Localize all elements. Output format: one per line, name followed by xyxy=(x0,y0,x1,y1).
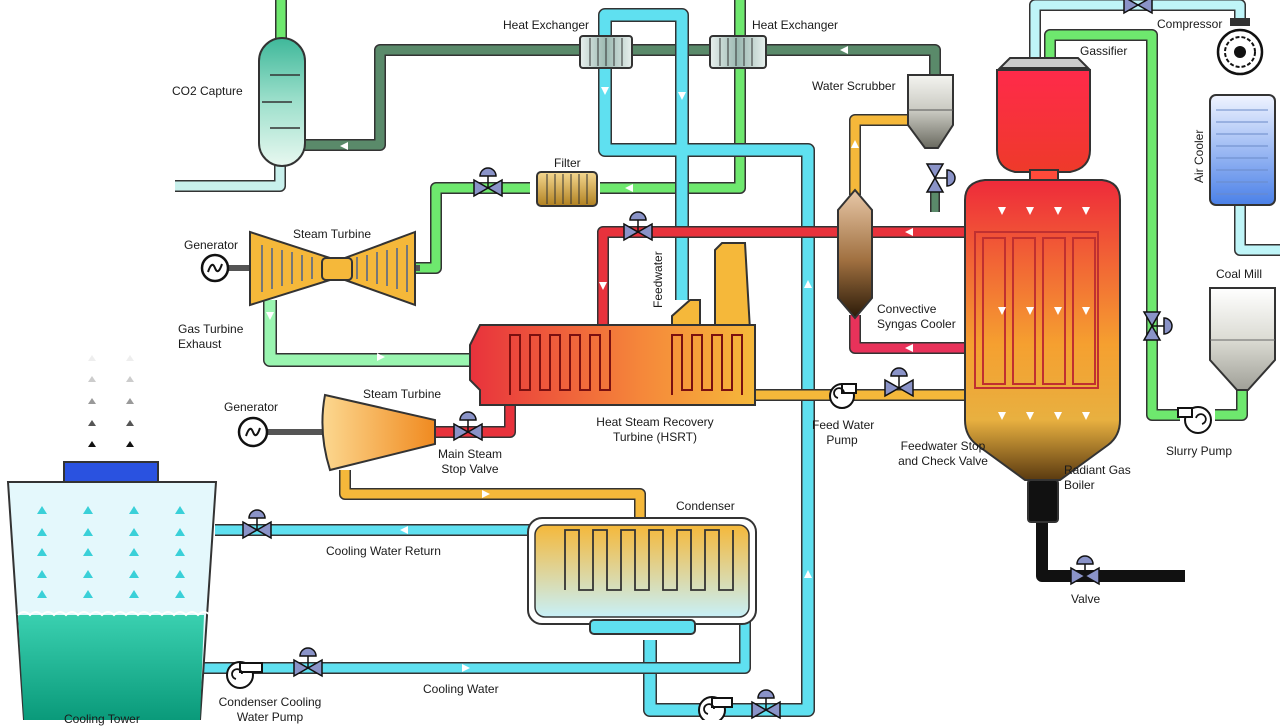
co2-out-pipe xyxy=(175,160,286,192)
label-filter: Filter xyxy=(554,156,581,170)
condenser xyxy=(527,517,757,635)
valve-ash xyxy=(1070,555,1100,586)
label-hsrt: Heat Steam Recovery Turbine (HSRT) xyxy=(575,415,735,445)
valve-scrubber xyxy=(925,163,956,193)
label-steam-turbine-1: Steam Turbine xyxy=(293,227,372,241)
valve-filter-line xyxy=(473,167,503,198)
feed-water-pump-icon xyxy=(829,383,857,409)
bottom-pump-icon xyxy=(698,696,733,720)
label-gas-turbine-exhaust-2: Exhaust xyxy=(178,337,222,351)
label-convective-1: Convective xyxy=(877,302,937,316)
label-main-steam-line1: Main Steam xyxy=(437,447,503,461)
label-hsrt-line1: Heat Steam Recovery xyxy=(596,415,714,429)
steam-turbine-top xyxy=(225,230,420,307)
label-water-scrubber: Water Scrubber xyxy=(812,79,896,93)
label-condenser: Condenser xyxy=(676,499,735,513)
ash-pipe xyxy=(1036,520,1185,582)
label-valve: Valve xyxy=(1071,592,1101,606)
valve-slurry xyxy=(1142,311,1173,341)
slurry-pipe xyxy=(1044,29,1248,421)
valve-compressor-line xyxy=(1123,0,1153,15)
generator-1-icon xyxy=(200,253,230,283)
syngas-dark-pipe xyxy=(300,44,941,212)
heat-exchanger-2 xyxy=(709,35,767,69)
co2-capture-vessel xyxy=(258,37,306,167)
valve-bottom xyxy=(751,689,781,720)
flow-arrows xyxy=(266,46,945,672)
feedwater-pipe xyxy=(598,8,815,717)
slurry-pump-icon xyxy=(1177,406,1212,434)
label-main-steam: Main Steam Stop Valve xyxy=(430,447,510,477)
label-cooling-water: Cooling Water xyxy=(423,682,499,696)
label-convective-2: Syngas Cooler xyxy=(877,317,956,331)
label-radiant-1: Radiant Gas xyxy=(1064,463,1131,477)
label-feedwater-stop-line2: and Check Valve xyxy=(898,454,988,468)
label-heat-exchanger-1: Heat Exchanger xyxy=(503,18,590,32)
exhaust-pipe xyxy=(263,300,480,367)
label-gassifier: Gassifier xyxy=(1080,44,1128,58)
label-slurry-pump: Slurry Pump xyxy=(1166,444,1233,458)
label-condenser-pump: Condenser Cooling Water Pump xyxy=(205,695,335,725)
label-feedwater-stop: Feedwater Stop and Check Valve xyxy=(888,439,998,469)
steam-plume xyxy=(88,355,134,447)
coal-mill xyxy=(1209,287,1276,391)
convective-syngas-cooler xyxy=(837,188,873,320)
valve-cooling-return xyxy=(242,509,272,540)
syngas-orange-pipe xyxy=(339,114,965,520)
label-condenser-pump-line1: Condenser Cooling xyxy=(218,695,322,709)
label-steam-turbine-2: Steam Turbine xyxy=(363,387,442,401)
valve-feedwater-stop xyxy=(884,367,914,398)
generator-2-icon xyxy=(237,416,269,448)
air-cooler xyxy=(1209,94,1276,206)
valve-main-steam xyxy=(453,411,483,442)
compressor xyxy=(1216,18,1264,76)
label-feedwater: Feedwater xyxy=(651,251,665,308)
filter xyxy=(536,171,598,207)
label-generator-2: Generator xyxy=(224,400,279,414)
label-heat-exchanger-2: Heat Exchanger xyxy=(752,18,839,32)
gasifier xyxy=(996,57,1091,183)
label-main-steam-line2: Stop Valve xyxy=(441,462,499,476)
radiant-gas-boiler xyxy=(964,179,1121,523)
heat-exchanger-1 xyxy=(579,35,633,69)
label-gas-turbine-exhaust-1: Gas Turbine xyxy=(178,322,244,336)
label-co2-capture: CO2 Capture xyxy=(172,84,243,98)
label-air-cooler: Air Cooler xyxy=(1192,129,1206,183)
valve-red-line xyxy=(623,211,653,242)
condenser-cooling-pump-icon xyxy=(226,661,263,689)
label-feedwater-stop-line1: Feedwater Stop xyxy=(900,439,986,453)
steam-turbine-cone xyxy=(265,393,436,472)
valve-cooling-water xyxy=(293,647,323,678)
label-condenser-pump-line2: Water Pump xyxy=(236,710,304,724)
label-compressor: Compressor xyxy=(1157,17,1223,31)
label-feed-water-pump-line2: Pump xyxy=(826,433,858,447)
label-cooling-water-return: Cooling Water Return xyxy=(326,544,441,558)
label-generator-1: Generator xyxy=(184,238,239,252)
label-coal-mill: Coal Mill xyxy=(1216,267,1263,281)
valves xyxy=(242,0,1173,720)
label-hsrt-line2: Turbine (HSRT) xyxy=(612,430,698,444)
water-scrubber xyxy=(907,74,954,149)
label-radiant-2: Boiler xyxy=(1064,478,1095,492)
label-feed-water-pump-line1: Feed Water xyxy=(812,418,875,432)
cooling-tower xyxy=(6,355,218,720)
label-feed-water-pump: Feed Water Pump xyxy=(812,418,875,448)
hsrt-unit xyxy=(469,242,756,406)
